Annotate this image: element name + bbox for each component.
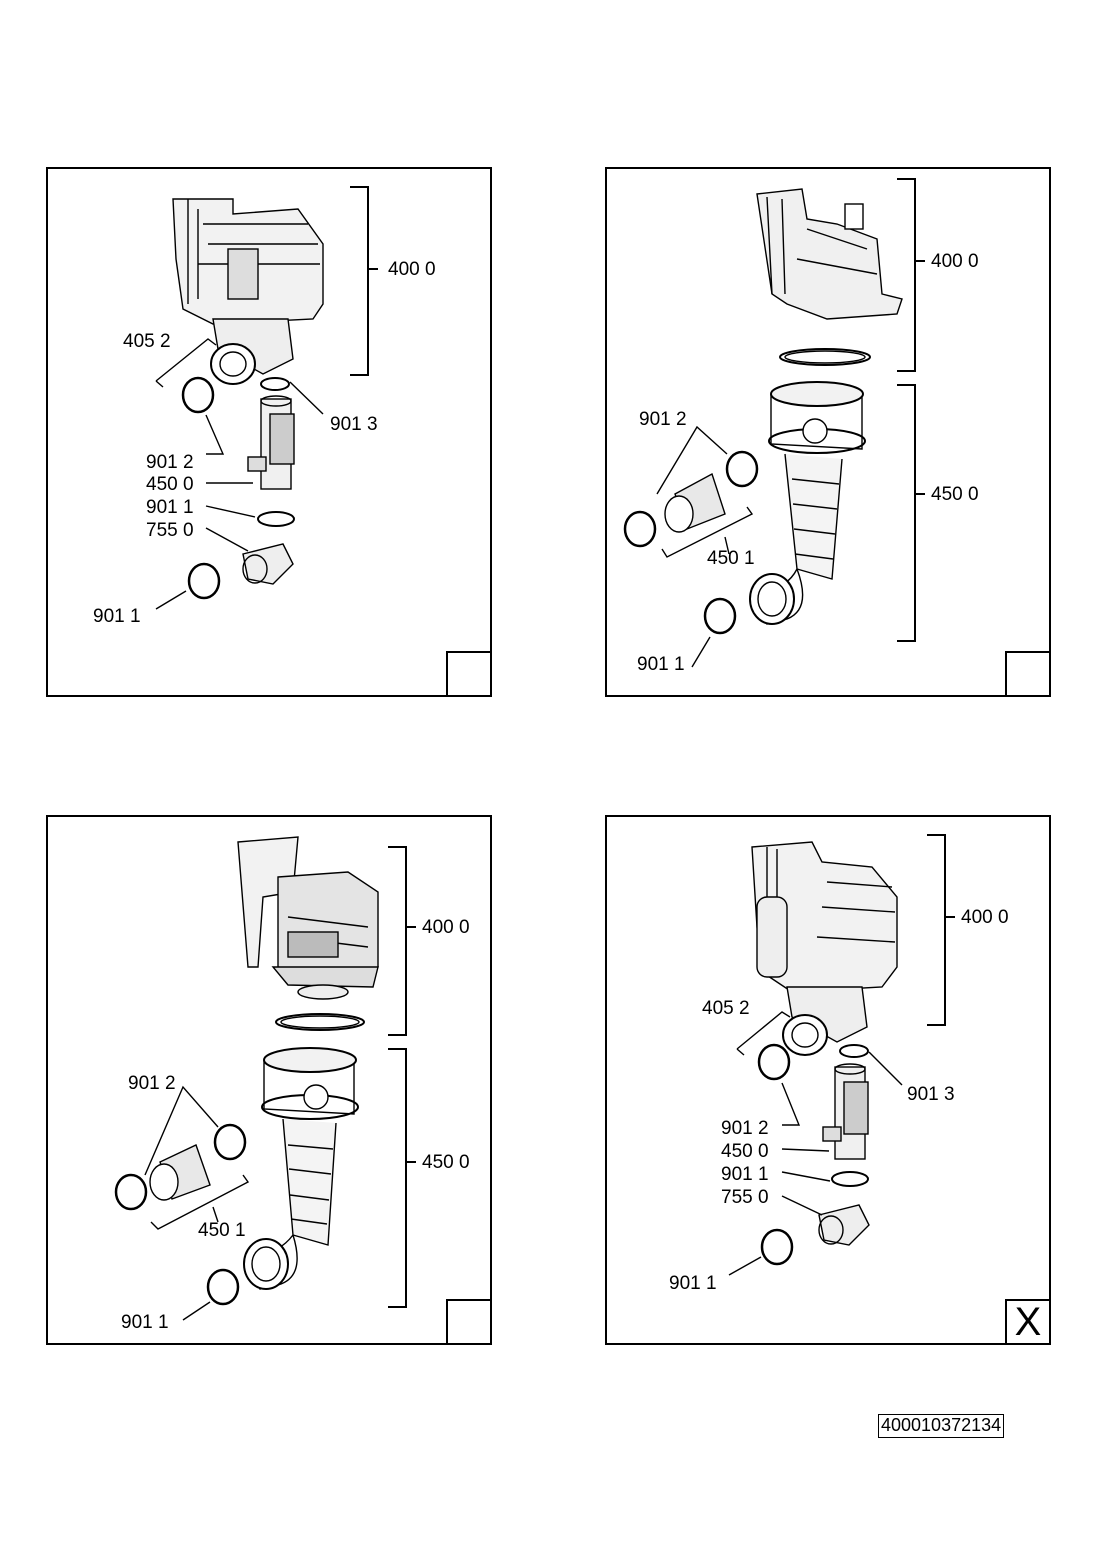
variant-panel-3[interactable]: 400 0 901 2 450 0 450 1 901 1 bbox=[46, 815, 492, 1345]
variant-panel-2[interactable]: 400 0 901 2 450 0 450 1 901 1 bbox=[605, 167, 1051, 697]
part-label: 405 2 bbox=[702, 998, 750, 1019]
part-label: 405 2 bbox=[123, 331, 171, 352]
part-label: 901 1 bbox=[669, 1273, 717, 1294]
part-label: 901 1 bbox=[146, 497, 194, 518]
variant-checkbox-1[interactable] bbox=[446, 651, 492, 697]
part-label: 400 0 bbox=[422, 917, 470, 938]
part-label: 450 0 bbox=[931, 484, 979, 505]
pump-diagram-variant-1 bbox=[155, 186, 378, 610]
part-label: 901 1 bbox=[93, 606, 141, 627]
part-label: 901 3 bbox=[330, 414, 378, 435]
part-label: 400 0 bbox=[388, 259, 436, 280]
pump-diagram-variant-3 bbox=[114, 836, 416, 1321]
part-label: 400 0 bbox=[961, 907, 1009, 928]
part-label: 450 1 bbox=[198, 1220, 246, 1241]
variant-checkbox-4[interactable]: X bbox=[1005, 1299, 1051, 1345]
variant-checkbox-3[interactable] bbox=[446, 1299, 492, 1345]
part-label: 901 2 bbox=[146, 452, 194, 473]
document-number: 400010372134 bbox=[878, 1414, 1005, 1438]
part-label: 901 1 bbox=[637, 654, 685, 675]
part-label: 901 2 bbox=[128, 1073, 176, 1094]
part-label: 901 1 bbox=[721, 1164, 769, 1185]
part-label: 901 2 bbox=[721, 1118, 769, 1139]
part-label: 400 0 bbox=[931, 251, 979, 272]
part-label: 450 0 bbox=[422, 1152, 470, 1173]
part-label: 901 1 bbox=[121, 1312, 169, 1333]
variant-panel-4[interactable]: X 400 0 405 2 901 3 901 2 450 0 901 1 75… bbox=[605, 815, 1051, 1345]
part-label: 755 0 bbox=[146, 520, 194, 541]
part-label: 755 0 bbox=[721, 1187, 769, 1208]
part-label: 450 0 bbox=[721, 1141, 769, 1162]
variant-panel-1[interactable]: 400 0 405 2 901 3 901 2 450 0 901 1 755 … bbox=[46, 167, 492, 697]
part-label: 901 2 bbox=[639, 409, 687, 430]
part-label: 901 3 bbox=[907, 1084, 955, 1105]
part-label: 450 1 bbox=[707, 548, 755, 569]
pump-diagram-variant-2 bbox=[623, 178, 925, 668]
variant-checkbox-2[interactable] bbox=[1005, 651, 1051, 697]
pump-diagram-variant-4 bbox=[728, 834, 955, 1276]
part-label: 450 0 bbox=[146, 474, 194, 495]
